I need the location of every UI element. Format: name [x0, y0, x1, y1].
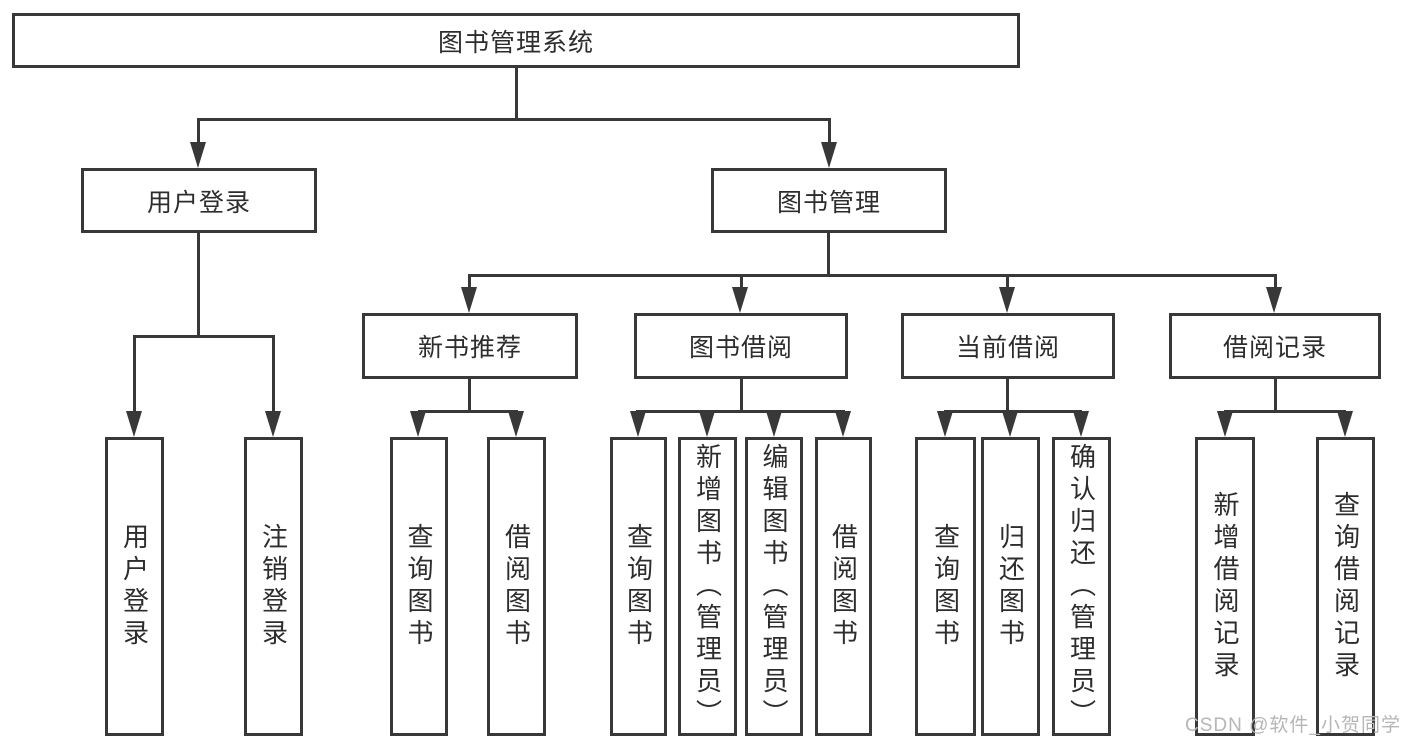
connector-user-login-bar — [133, 335, 275, 338]
leaf-confirm-return-admin: 确认归还（管理员） — [1052, 437, 1111, 736]
leaf-borrow-query-book: 查询图书 — [610, 437, 667, 736]
connector-book-mgmt-drop-1 — [468, 274, 471, 292]
connector-book-borrow-stem — [740, 379, 743, 413]
leaf-new-book-borrow-book: 借阅图书 — [487, 437, 546, 736]
leaf-add-borrow-record: 新增借阅记录 — [1195, 437, 1255, 736]
node-book-borrow: 图书借阅 — [634, 313, 848, 379]
leaf-user-login: 用户登录 — [105, 437, 164, 736]
arrow-to-borrow-record-icon — [1266, 287, 1282, 313]
arrow-book-borrow-leaf-3-icon — [766, 411, 782, 437]
connector-book-borrow-bar — [636, 410, 845, 413]
connector-root-bar — [197, 118, 831, 121]
leaf-logout: 注销登录 — [244, 437, 303, 736]
arrow-current-borrow-leaf-2-icon — [1002, 411, 1018, 437]
node-current-borrow: 当前借阅 — [901, 313, 1115, 379]
connector-borrow-record-stem — [1274, 379, 1277, 413]
connector-book-mgmt-drop-3 — [1006, 274, 1009, 292]
arrow-to-leaf-user-login-icon — [126, 411, 142, 437]
arrow-new-book-leaf-1-icon — [410, 411, 426, 437]
connector-new-book-bar — [418, 410, 518, 413]
arrow-to-leaf-logout-icon — [265, 411, 281, 437]
leaf-query-borrow-record: 查询借阅记录 — [1316, 437, 1375, 736]
connector-root-stem — [515, 68, 518, 118]
leaf-add-book-admin: 新增图书（管理员） — [678, 437, 737, 736]
arrow-borrow-record-leaf-2-icon — [1337, 411, 1353, 437]
arrow-to-current-borrow-icon — [999, 287, 1015, 313]
arrow-current-borrow-leaf-1-icon — [937, 411, 953, 437]
connector-book-mgmt-stem — [827, 233, 830, 277]
connector-current-borrow-stem — [1006, 379, 1009, 413]
node-new-book-recommend: 新书推荐 — [362, 313, 578, 379]
leaf-return-book: 归还图书 — [981, 437, 1040, 736]
arrow-to-user-login-icon — [190, 142, 206, 168]
connector-book-mgmt-drop-2 — [740, 274, 743, 292]
watermark: CSDN @软件_小贺同学 — [1185, 715, 1401, 736]
connector-borrow-record-bar — [1224, 410, 1346, 413]
arrow-book-borrow-leaf-2-icon — [699, 411, 715, 437]
node-borrow-record: 借阅记录 — [1169, 313, 1381, 379]
node-book-management: 图书管理 — [711, 168, 947, 233]
connector-new-book-stem — [468, 379, 471, 413]
arrow-book-borrow-leaf-4-icon — [835, 411, 851, 437]
arrow-to-book-borrow-icon — [732, 287, 748, 313]
connector-book-mgmt-drop-4 — [1274, 274, 1277, 292]
node-user-login: 用户登录 — [81, 168, 317, 233]
arrow-borrow-record-leaf-1-icon — [1217, 411, 1233, 437]
leaf-new-book-query-book: 查询图书 — [390, 437, 448, 736]
connector-book-mgmt-bar — [469, 274, 1277, 277]
connector-user-login-stem — [197, 233, 200, 335]
connector-root-left-drop — [197, 118, 200, 146]
connector-root-right-drop — [828, 118, 831, 146]
connector-user-login-drop-2 — [272, 335, 275, 413]
arrow-book-borrow-leaf-1-icon — [630, 411, 646, 437]
arrow-to-book-management-icon — [821, 142, 837, 168]
arrow-current-borrow-leaf-3-icon — [1073, 411, 1089, 437]
leaf-current-query-book: 查询图书 — [915, 437, 976, 736]
node-library-system: 图书管理系统 — [12, 13, 1020, 68]
arrow-to-new-book-icon — [461, 287, 477, 313]
connector-user-login-drop-1 — [133, 335, 136, 413]
leaf-borrow-borrow-book: 借阅图书 — [815, 437, 872, 736]
arrow-new-book-leaf-2-icon — [508, 411, 524, 437]
leaf-edit-book-admin: 编辑图书（管理员） — [745, 437, 803, 736]
